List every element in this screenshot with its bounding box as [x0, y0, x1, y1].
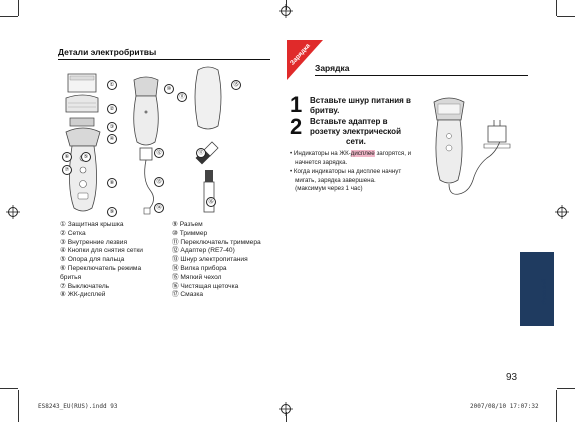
charging-section-title: Зарядка: [315, 63, 528, 76]
parts-list-right: ⑨ Разъем ⑩ Триммер ⑪ Переключатель тримм…: [172, 221, 261, 300]
registration-mark-icon: [6, 205, 20, 219]
note-text: начнется зарядка.: [290, 158, 348, 166]
callout-marker: ③: [107, 122, 117, 132]
list-item: ⑬ Шнур электропитания: [172, 256, 248, 264]
page-number: 93: [506, 372, 518, 383]
charging-note-1: • Индикаторы на ЖК-дисплее загорятся, и …: [290, 150, 411, 167]
callout-marker: ②: [107, 104, 117, 114]
corner-tag: [287, 40, 323, 80]
step-text-line: Вставьте адаптер в: [310, 117, 388, 126]
list-item: ⑪ Переключатель триммера: [172, 238, 261, 246]
charging-illustration: [433, 97, 511, 195]
step-text-line: бритву.: [310, 106, 340, 115]
step-2-number: 2: [290, 114, 303, 139]
callout-marker: ⑤: [81, 152, 91, 162]
step-text-line: розетку электрической: [310, 127, 401, 136]
list-item: ⑤ Опора для пальца: [60, 256, 125, 264]
callout-marker: ⑯: [206, 197, 216, 207]
crop-mark: [556, 0, 557, 16]
step-text-line: сети.: [346, 137, 366, 146]
step-text-line: Вставьте шнур питания в: [310, 96, 411, 105]
step-1-number: 1: [290, 92, 303, 117]
language-tab-label: Русский: [541, 278, 548, 305]
parts-section-title: Детали электробритвы: [58, 47, 270, 60]
list-item: ① Защитная крышка: [60, 221, 124, 228]
note-text: мигать, зарядка завершена.: [290, 176, 376, 184]
charging-note-2: • Когда индикаторы на дисплее начнут миг…: [290, 168, 401, 194]
note-text: • Индикаторы на ЖК-: [290, 150, 351, 157]
list-item: ③ Внутренние лезвия: [60, 238, 128, 246]
callout-marker: ⑨: [107, 207, 117, 217]
crop-mark: [557, 16, 575, 17]
registration-mark-icon: [279, 4, 293, 18]
crop-mark: [557, 388, 575, 389]
note-text: • Когда индикаторы на дисплее начнут: [290, 168, 402, 175]
footer-timestamp: 2007/08/10 17:07:32: [470, 403, 539, 410]
callout-marker: ⑦: [62, 165, 72, 175]
crop-mark: [18, 0, 19, 16]
callout-marker: ⑧: [107, 178, 117, 188]
callout-marker: ⑥: [62, 152, 72, 162]
list-item: ② Сетка: [60, 229, 86, 237]
crop-mark: [286, 0, 287, 10]
list-item: ⑥ Переключатель режима: [60, 264, 142, 272]
footer-filename: ES8243_EU(RUS).indd 93: [38, 403, 118, 410]
registration-mark-icon: [555, 205, 569, 219]
list-item: бритья: [60, 273, 82, 281]
callout-marker: ⑮: [231, 80, 241, 90]
list-item: ⑭ Вилка прибора: [172, 264, 227, 272]
list-item: ⑩ Триммер: [172, 229, 208, 237]
note-text: (максимум через 1 час): [290, 185, 363, 193]
step-1-text: Вставьте шнур питания в бритву.: [310, 96, 411, 116]
shaver-parts-illustration: [65, 66, 222, 215]
list-item: ⑫ Адаптер (RE7-40): [172, 247, 235, 255]
list-item: ⑰ Смазка: [172, 291, 204, 299]
callout-marker: ⑬: [154, 177, 164, 187]
crop-mark: [286, 412, 287, 422]
crop-mark: [556, 390, 557, 422]
note-text: загорятся, и: [374, 150, 412, 157]
crop-mark: [0, 16, 18, 17]
step-2-text: Вставьте адаптер в розетку электрической…: [310, 117, 401, 147]
callout-marker: ⑫: [154, 148, 164, 158]
parts-list-left: ① Защитная крышка ② Сетка ③ Внутренние л…: [60, 221, 143, 300]
callout-marker: ④: [107, 134, 117, 144]
callout-marker: ①: [107, 80, 117, 90]
callout-marker: ⑰: [196, 148, 206, 158]
list-item: ⑯ Чистящая щеточка: [172, 282, 239, 290]
list-item: ⑮ Мягкий чехол: [172, 273, 222, 281]
language-tab: [520, 252, 554, 326]
list-item: ⑨ Разъем: [172, 221, 203, 228]
callout-marker: ⑭: [154, 203, 164, 213]
crop-mark: [0, 388, 18, 389]
callout-marker: ⑪: [177, 92, 187, 102]
list-item: ⑦ Выключатель: [60, 282, 110, 290]
highlighted-text: дисплее: [350, 150, 375, 157]
list-item: ⑧ ЖК-дисплей: [60, 291, 106, 299]
registration-mark-icon: [279, 402, 293, 416]
list-item: ④ Кнопки для снятия сетки: [60, 247, 143, 255]
crop-mark: [18, 390, 19, 422]
callout-marker: ⑩: [164, 84, 174, 94]
